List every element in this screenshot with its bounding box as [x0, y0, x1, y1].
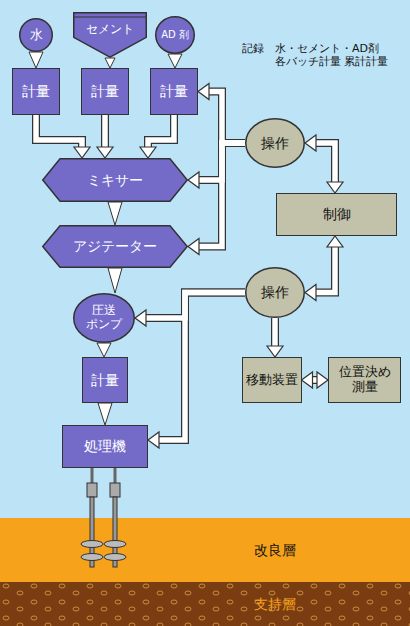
flow-triangle [105, 58, 115, 68]
node-text: 水 [30, 28, 43, 43]
flow-arrow [102, 115, 108, 148]
arrow-head [140, 147, 156, 158]
arrow-head [305, 285, 316, 301]
node-text: 操作 [261, 284, 289, 300]
node-text: 計量 [160, 83, 188, 99]
soil-band: 支持層 [0, 582, 410, 626]
flow-arrow [148, 115, 174, 148]
flow-arrow [315, 143, 335, 183]
arrow-head [135, 310, 146, 326]
flow-arrow [145, 293, 245, 319]
node-text: 位置決め 測量 [329, 365, 400, 395]
node-text: 圧送 ポンプ [73, 304, 135, 332]
flow-arrow [208, 92, 245, 144]
node-text: 計量 [22, 83, 50, 99]
material-circle: 水 [19, 18, 53, 52]
arrow-head [188, 172, 199, 188]
node-text: ミキサー [87, 172, 143, 188]
flow-arrow [36, 115, 82, 148]
flow-arrow [158, 293, 245, 441]
mixer-hexagon: ミキサー [42, 158, 188, 202]
pump-circle: 圧送 ポンプ [73, 293, 135, 343]
flow-triangle [108, 268, 122, 293]
material-circle: AD 剤 [155, 16, 195, 54]
node-text: 処理機 [84, 438, 126, 454]
control-box: 制御 [276, 193, 397, 236]
flow-triangle [108, 202, 122, 225]
soil-band: 改良層 [0, 518, 410, 582]
flow-arrow [208, 92, 245, 144]
node-text: アジテーター [73, 238, 157, 254]
gravel-texture [0, 582, 410, 626]
arrow-head [327, 182, 343, 193]
arrow-head [188, 239, 199, 255]
node-text: 計量 [91, 83, 119, 99]
process-box: 計量 [12, 68, 60, 115]
node-text: 操作 [261, 135, 289, 151]
arrow-head [305, 135, 316, 151]
arrow-head [267, 346, 283, 357]
flow-arrow [272, 318, 278, 347]
node-text: 計量 [91, 372, 119, 388]
flow-arrow [315, 143, 335, 183]
operation-ellipse: 操作 [245, 267, 305, 318]
auger-shafts [81, 468, 126, 567]
agitator-hexagon: アジテーター [42, 225, 188, 268]
node-text: 移動装置 [246, 373, 298, 388]
process-box: 移動装置 [242, 357, 302, 403]
arrow-head [317, 372, 328, 388]
flow-triangle [29, 52, 43, 68]
arrow-outlines [36, 92, 335, 441]
flow-arrow [198, 143, 245, 247]
note-text: 水・セメント・AD剤 各バッチ計量 累計計量 [275, 42, 403, 68]
cement-hopper: セメント [73, 12, 147, 58]
flow-arrow [315, 246, 335, 293]
arrow-head [97, 147, 113, 158]
flow-arrow [198, 143, 245, 247]
node-text: 改良層 [254, 542, 296, 558]
process-box: 位置決め 測量 [328, 357, 401, 403]
flow-arrow [158, 293, 245, 441]
node-text: セメント [86, 23, 134, 37]
flow-arrow [315, 246, 335, 293]
node-text: 支持層 [254, 596, 296, 612]
process-box: 計量 [82, 357, 128, 403]
arrow-bodies [36, 92, 335, 441]
machine-box: 処理機 [62, 425, 148, 468]
flow-triangle [97, 343, 111, 357]
flow-triangle [168, 54, 182, 68]
arrow-head [327, 236, 343, 247]
arrow-head [198, 84, 209, 100]
flow-arrow [101, 115, 109, 148]
node-text: 制御 [323, 206, 351, 222]
arrow-head [74, 147, 90, 158]
arrow-head [148, 432, 159, 448]
flow-arrow [36, 115, 82, 148]
note-text: 記録 [242, 42, 272, 55]
flow-arrow [271, 318, 279, 347]
flow-arrow [148, 115, 174, 148]
process-box: 計量 [81, 68, 129, 115]
flow-triangle [98, 403, 112, 425]
operation-ellipse: 操作 [245, 118, 305, 168]
process-box: 計量 [150, 68, 198, 115]
node-text: AD 剤 [161, 29, 189, 41]
arrow-head [302, 372, 313, 388]
